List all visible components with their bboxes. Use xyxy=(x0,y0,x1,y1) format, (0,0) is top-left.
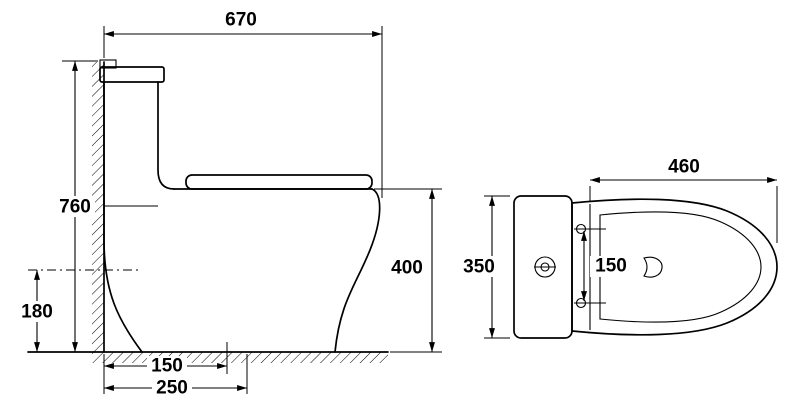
dim-hole-spacing-label-bg xyxy=(590,256,632,277)
tank-front-line xyxy=(157,81,175,190)
floor-hatching xyxy=(92,352,388,363)
toilet-back-outline xyxy=(103,81,143,353)
lid-button xyxy=(99,59,117,69)
dim-760-label: 760 xyxy=(59,197,91,218)
dim-150-label: 150 xyxy=(151,356,183,377)
side-view: 670 760 180 400 150 250 xyxy=(17,10,442,399)
dim-150-label-bg xyxy=(147,356,187,376)
bowl-outer-outline xyxy=(571,198,778,336)
dim-760-label-bg xyxy=(55,196,95,217)
dim-400-label: 400 xyxy=(391,258,423,279)
dim-350-label: 350 xyxy=(463,257,495,278)
dim-hole-spacing-label: 150 xyxy=(595,256,627,277)
dim-180-label-bg xyxy=(17,301,57,322)
bowl-front-outline xyxy=(334,188,381,353)
dim-250-label: 250 xyxy=(156,378,188,399)
seat-lid xyxy=(185,174,373,190)
tank-lid xyxy=(99,66,165,83)
top-view: 150 460 350 xyxy=(459,157,778,339)
dim-180-label: 180 xyxy=(21,302,53,323)
wall-hatching xyxy=(92,62,104,352)
dim-250-label-bg xyxy=(152,378,192,398)
dim-460-label: 460 xyxy=(668,157,700,178)
seat-inner-outline xyxy=(599,211,762,323)
dim-670-label: 670 xyxy=(225,10,257,31)
water-outlet xyxy=(643,256,663,278)
dim-350-label-bg xyxy=(459,256,499,277)
